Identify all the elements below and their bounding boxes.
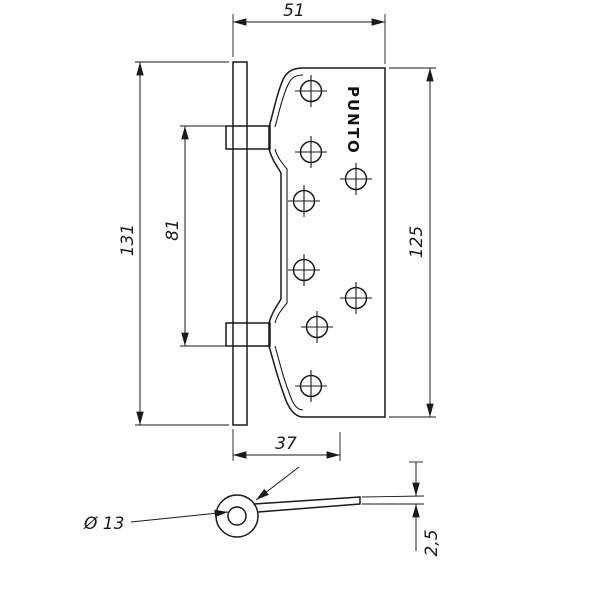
screw-hole — [340, 282, 372, 314]
screw-hole — [301, 311, 333, 343]
screw-holes — [288, 75, 372, 402]
screw-hole — [295, 370, 327, 402]
dim-top-width: 51 — [232, 1, 386, 64]
dim-pin-height: 131 — [118, 61, 229, 426]
knuckle-bottom — [225, 322, 271, 347]
leader-line — [255, 466, 300, 501]
screw-hole — [295, 136, 327, 168]
dim-pin-height-label: 131 — [118, 224, 138, 256]
leader-line — [130, 509, 229, 523]
leader-knuckle-pointer — [255, 466, 300, 501]
leader-pin-diameter: Ø 13 — [83, 509, 229, 534]
dim-leaf-thickness-label: 2,5 — [422, 529, 442, 556]
screw-hole — [288, 254, 320, 286]
pin-circle — [227, 506, 247, 526]
screw-hole — [295, 75, 327, 107]
pin-diameter-label: Ø 13 — [83, 514, 124, 534]
dim-plate-height: 125 — [389, 67, 436, 418]
dim-bottom-width: 37 — [232, 429, 341, 461]
brand-label: PUNTO — [344, 86, 362, 155]
front-view: PUNTO — [225, 61, 386, 426]
leaf-inner-edge-bottom — [274, 345, 304, 411]
screw-hole — [288, 185, 320, 217]
dim-plate-height-label: 125 — [407, 226, 427, 258]
knuckle-top — [225, 125, 271, 150]
leaf-inner-edge-middle — [274, 148, 288, 324]
dim-knuckle-span-label: 81 — [163, 219, 183, 241]
hinge-pin — [232, 61, 248, 426]
section-view — [215, 494, 361, 538]
dim-bottom-width-label: 37 — [275, 434, 297, 454]
dim-leaf-thickness: 2,5 — [361, 461, 442, 557]
extension-line — [361, 495, 425, 498]
leaf-bottom-surface — [257, 503, 361, 513]
screw-hole — [340, 163, 372, 195]
leaf-outline — [268, 67, 386, 418]
knuckle-outer-circle — [215, 494, 259, 538]
leaf-inner-edge-top — [274, 74, 304, 128]
dim-knuckle-span: 81 — [163, 125, 226, 347]
leaf-top-surface — [253, 496, 361, 505]
dim-top-width-label: 51 — [283, 1, 305, 21]
